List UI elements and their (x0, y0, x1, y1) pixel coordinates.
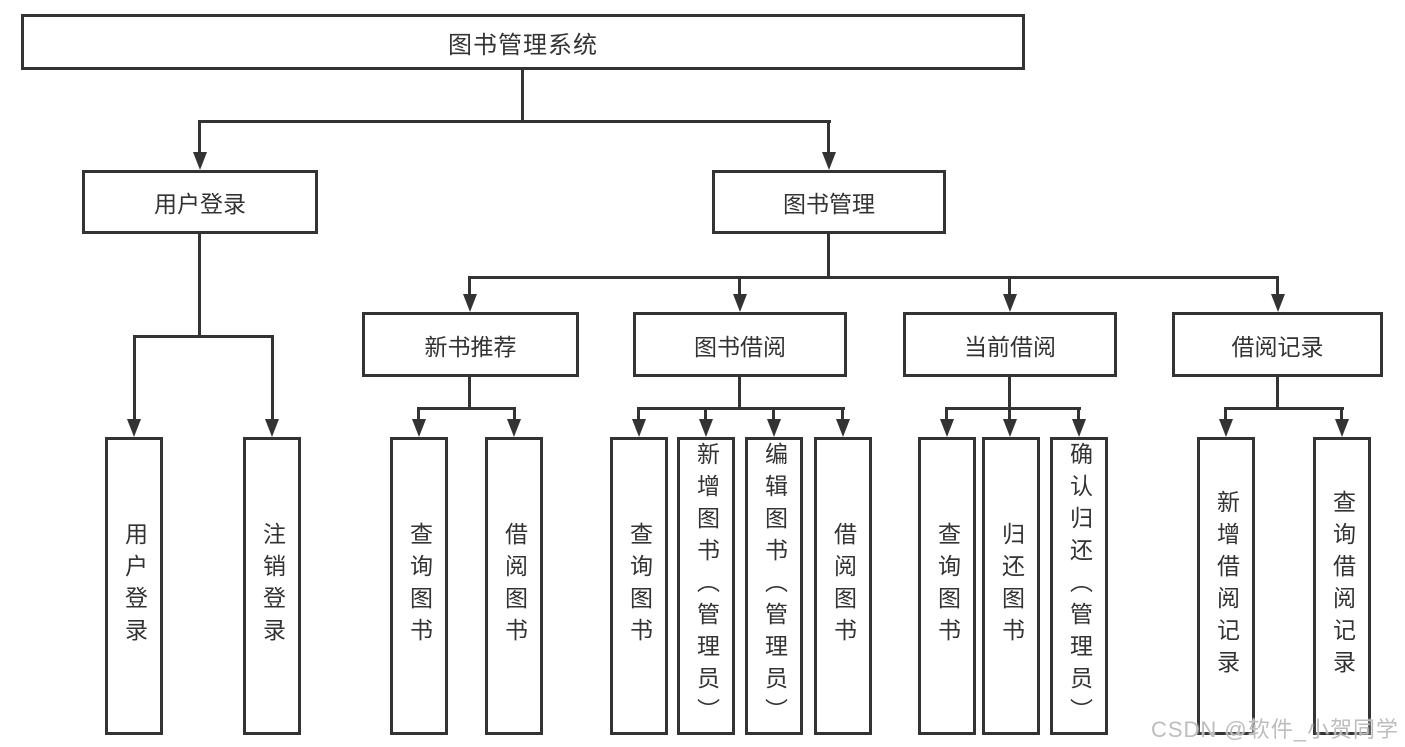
connector-line (1224, 407, 1227, 421)
connector-line (1008, 407, 1011, 421)
leaf-current-return-books: 归还图书 (982, 437, 1040, 735)
connector-line (738, 276, 741, 296)
connector-line (637, 407, 845, 410)
connector-line (468, 377, 471, 407)
arrowhead-icon (1335, 419, 1349, 437)
node-borrowing-records: 借阅记录 (1172, 312, 1383, 377)
leaf-recommend-borrow-books-label: 借阅图书 (501, 522, 528, 650)
leaf-user-login-label: 用户登录 (121, 522, 148, 650)
arrowhead-icon (836, 419, 850, 437)
leaf-current-query-books: 查询图书 (918, 437, 976, 735)
arrowhead-icon (822, 152, 836, 170)
arrowhead-icon (1003, 419, 1017, 437)
connector-line (468, 276, 1279, 279)
connector-line (738, 377, 741, 407)
connector-line (841, 407, 844, 421)
connector-line (468, 276, 471, 296)
leaf-records-add-record-label: 新增借阅记录 (1213, 490, 1240, 682)
arrowhead-icon (507, 419, 521, 437)
arrowhead-icon (193, 152, 207, 170)
node-current-borrowing-label: 当前借阅 (964, 333, 1056, 360)
connector-line (271, 335, 274, 421)
leaf-current-query-books-label: 查询图书 (934, 522, 961, 650)
connector-line (945, 407, 1081, 410)
node-user-login-label: 用户登录 (154, 191, 246, 217)
arrowhead-icon (265, 419, 279, 437)
leaf-borrowing-query-books-label: 查询图书 (626, 522, 653, 650)
node-user-login: 用户登录 (82, 170, 318, 234)
arrowhead-icon (1219, 419, 1233, 437)
leaf-current-confirm-return-admin-label: 确认归还（管理员） (1066, 442, 1093, 730)
connector-line (637, 407, 640, 421)
connector-line (1340, 407, 1343, 421)
leaf-current-confirm-return-admin: 确认归还（管理员） (1050, 437, 1108, 735)
leaf-borrowing-add-books-admin: 新增图书（管理员） (677, 437, 735, 735)
arrowhead-icon (1003, 294, 1017, 312)
connector-line (1077, 407, 1080, 421)
node-root-label: 图书管理系统 (448, 31, 598, 59)
leaf-current-return-books-label: 归还图书 (998, 522, 1025, 650)
node-new-book-recommend-label: 新书推荐 (424, 333, 517, 360)
connector-line (521, 70, 524, 120)
leaf-logout: 注销登录 (243, 437, 301, 735)
leaf-records-query-record-label: 查询借阅记录 (1329, 490, 1356, 682)
connector-line (417, 407, 516, 410)
arrowhead-icon (1271, 294, 1285, 312)
leaf-recommend-query-books: 查询图书 (390, 437, 448, 735)
connector-line (133, 335, 136, 421)
node-book-management: 图书管理 (712, 170, 946, 234)
leaf-borrowing-borrow-books-label: 借阅图书 (830, 522, 857, 650)
leaf-borrowing-query-books: 查询图书 (610, 437, 668, 735)
node-book-borrowing-label: 图书借阅 (694, 333, 786, 360)
arrowhead-icon (412, 419, 426, 437)
connector-line (945, 407, 948, 421)
leaf-borrowing-edit-books-admin-label: 编辑图书（管理员） (761, 442, 788, 730)
node-current-borrowing: 当前借阅 (903, 312, 1117, 377)
connector-line (1008, 377, 1011, 407)
connector-line (827, 234, 830, 276)
leaf-borrowing-edit-books-admin: 编辑图书（管理员） (745, 437, 803, 735)
connector-line (1224, 407, 1344, 410)
leaf-borrowing-add-books-admin-label: 新增图书（管理员） (693, 442, 720, 730)
node-book-borrowing: 图书借阅 (633, 312, 847, 377)
arrowhead-icon (127, 419, 141, 437)
arrowhead-icon (940, 419, 954, 437)
leaf-records-query-record: 查询借阅记录 (1313, 437, 1371, 735)
csdn-watermark: CSDN @软件_小贺同学 (1150, 717, 1399, 742)
leaf-user-login: 用户登录 (105, 437, 163, 735)
leaf-recommend-borrow-books: 借阅图书 (485, 437, 543, 735)
leaf-borrowing-borrow-books: 借阅图书 (814, 437, 872, 735)
arrowhead-icon (1072, 419, 1086, 437)
node-borrowing-records-label: 借阅记录 (1231, 333, 1324, 360)
connector-line (1008, 276, 1011, 296)
connector-line (133, 335, 274, 338)
arrowhead-icon (767, 419, 781, 437)
node-new-book-recommend: 新书推荐 (362, 312, 579, 377)
connector-line (1276, 276, 1279, 296)
leaf-recommend-query-books-label: 查询图书 (406, 522, 433, 650)
node-book-management-label: 图书管理 (783, 191, 875, 217)
connector-line (513, 407, 516, 421)
leaf-records-add-record: 新增借阅记录 (1197, 437, 1255, 735)
leaf-logout-label: 注销登录 (259, 522, 286, 650)
connector-line (704, 407, 707, 421)
connector-line (198, 120, 831, 123)
connector-line (417, 407, 420, 421)
connector-line (198, 234, 201, 335)
connector-line (198, 120, 201, 154)
arrowhead-icon (699, 419, 713, 437)
connector-line (772, 407, 775, 421)
connector-line (1276, 377, 1279, 407)
arrowhead-icon (463, 294, 477, 312)
arrowhead-icon (632, 419, 646, 437)
node-root: 图书管理系统 (21, 14, 1025, 70)
connector-line (827, 120, 830, 154)
arrowhead-icon (733, 294, 747, 312)
